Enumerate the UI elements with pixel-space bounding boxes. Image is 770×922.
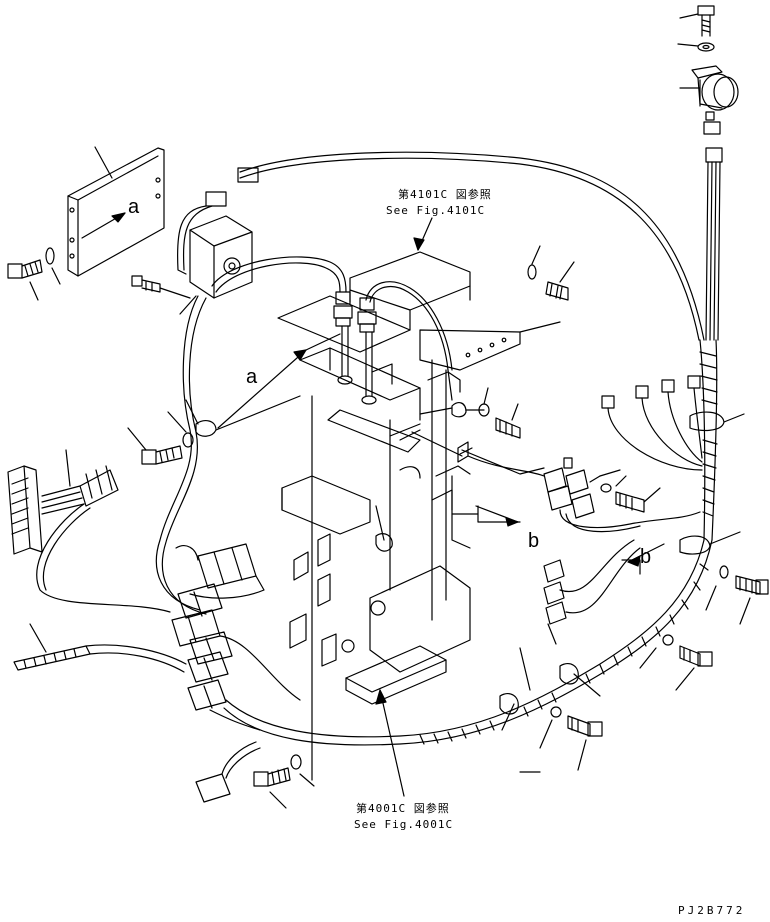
bolt-center-right	[466, 388, 520, 438]
view-b-arrow-label: b	[528, 530, 540, 552]
relay-group-lower-right	[544, 540, 640, 644]
view-a-arrow-label: a	[128, 196, 140, 218]
bolt-upper-right	[520, 246, 574, 332]
horn-unit	[680, 66, 738, 134]
upper-reference-en: See Fig.4101C	[386, 204, 486, 217]
ecu-connector-left	[8, 450, 170, 612]
horn-connector	[706, 148, 722, 340]
protected-wire-lower-left	[14, 624, 186, 672]
bolt-bottom-left	[254, 755, 314, 808]
bolt-small-left	[132, 276, 196, 314]
left-harness-loop	[156, 296, 206, 614]
lower-reference-jp: 第4001C 図参照	[356, 802, 450, 815]
control-module-upper	[178, 192, 252, 298]
upper-reference-jp: 第4101C 図参照	[398, 188, 492, 201]
bolt-left-middle	[128, 412, 193, 464]
bolt-lower-right-2	[640, 635, 712, 690]
bolt-lower-right-1	[706, 566, 768, 624]
bolt-top	[680, 6, 714, 36]
clamp-left-upper	[186, 396, 300, 436]
bottom-main-harness	[224, 540, 712, 745]
view-arrow-b-lower	[622, 544, 664, 574]
right-vertical-harness	[680, 340, 744, 554]
view-a-section-label: a	[246, 366, 258, 388]
central-frame	[278, 252, 520, 780]
top-harness-loop	[238, 152, 704, 340]
leader-lines-misc	[376, 370, 466, 551]
connector-cluster-lower-left	[172, 544, 300, 730]
relay-group-right	[458, 442, 700, 532]
washer-top	[678, 43, 714, 51]
right-frame-bracket	[412, 432, 544, 548]
top-connector-left	[238, 168, 258, 182]
drawing-code: PJ2B772	[678, 904, 746, 917]
lower-reference-leader	[376, 690, 404, 796]
view-arrow-b-upper	[452, 506, 520, 526]
upper-reference-leader	[414, 218, 432, 250]
connector-bottom-left	[196, 742, 260, 802]
right-branch-connectors	[602, 376, 702, 470]
bolt-left-bracket	[8, 248, 60, 300]
twin-sensors	[212, 257, 452, 404]
mounting-bracket-left	[68, 147, 164, 276]
top-right-horn-assembly	[678, 6, 738, 340]
bolt-lower-center	[520, 707, 602, 772]
view-arrow-a	[218, 334, 340, 428]
view-b-section-label: b	[640, 546, 652, 568]
lower-reference-en: See Fig.4001C	[354, 818, 454, 831]
